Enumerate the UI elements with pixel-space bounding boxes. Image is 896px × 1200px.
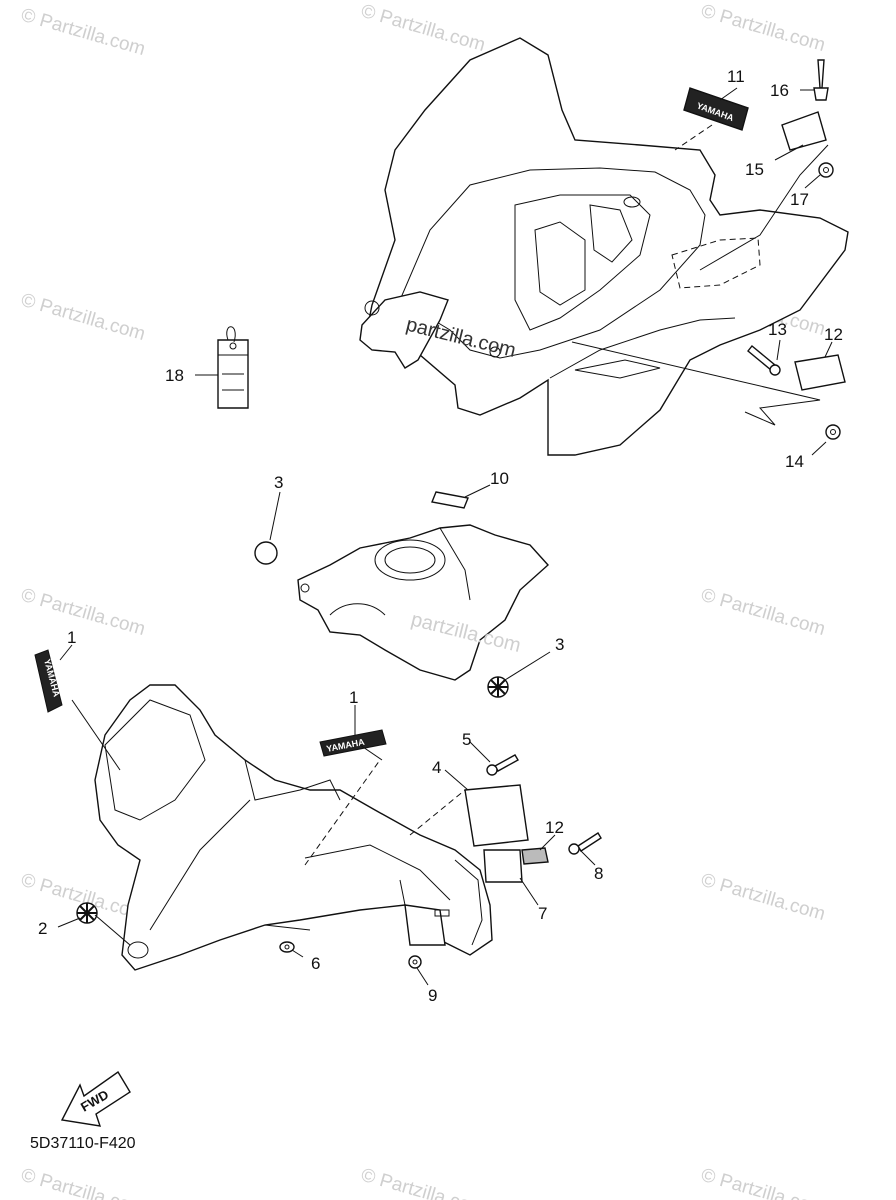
watermark-text: © Partzilla.com bbox=[699, 1165, 828, 1200]
part-18-tag bbox=[217, 326, 249, 409]
callout-10: 10 bbox=[490, 469, 509, 488]
leader-line bbox=[674, 124, 713, 151]
watermark-text: © Partzilla.com bbox=[19, 290, 148, 345]
watermark-text: © Partzilla.com bbox=[699, 1, 828, 56]
watermark-text: © Partzilla.com bbox=[359, 1, 488, 56]
seat-well bbox=[399, 167, 706, 359]
part-10-label bbox=[431, 491, 469, 509]
part-4-plate bbox=[464, 784, 529, 847]
callout-1-center: 1 bbox=[349, 688, 358, 707]
part-13-rivet bbox=[747, 345, 781, 376]
storage-box-divider bbox=[534, 221, 586, 306]
wheel-arch bbox=[454, 859, 483, 946]
part-8-rivet bbox=[568, 832, 602, 855]
watermark-text: © Partzilla.com bbox=[699, 870, 828, 925]
part-11-decal: YAMAHA bbox=[674, 87, 749, 151]
fwd-arrow-icon bbox=[60, 1070, 131, 1127]
part-1-decal-center: YAMAHA bbox=[319, 729, 387, 757]
callout-15: 15 bbox=[745, 160, 764, 179]
fender-contour bbox=[549, 317, 736, 379]
part-5-rivet bbox=[486, 754, 519, 776]
headlight-panel bbox=[104, 699, 206, 821]
callout-11: 11 bbox=[727, 67, 745, 86]
callout-9: 9 bbox=[428, 986, 437, 1005]
part-14-washer bbox=[825, 424, 841, 440]
part-16-rivet bbox=[813, 59, 829, 101]
part-2-grommet bbox=[76, 902, 98, 924]
seat-cutout bbox=[329, 603, 386, 616]
callout-2: 2 bbox=[38, 919, 47, 938]
fender-contour bbox=[149, 799, 251, 931]
tag-loop bbox=[226, 326, 236, 343]
callout-leaders bbox=[57, 87, 833, 986]
rivet-head bbox=[813, 87, 829, 101]
part-12-plate-lower bbox=[521, 847, 549, 865]
fender-left-bracket bbox=[359, 291, 449, 369]
leader-line bbox=[304, 759, 381, 866]
front-fender bbox=[94, 684, 493, 971]
callout-3-lower: 3 bbox=[555, 635, 564, 654]
center-cover bbox=[297, 524, 549, 681]
watermark-text: © Partzilla.com bbox=[359, 1165, 488, 1200]
part-17-washer bbox=[818, 162, 834, 178]
fender-hole bbox=[127, 941, 149, 959]
callout-14: 14 bbox=[785, 452, 804, 471]
callout-7: 7 bbox=[538, 904, 547, 923]
part-3-grommet-star bbox=[487, 676, 509, 698]
callouts: 11 16 15 17 18 13 12 14 3 10 3 1 1 5 4 1… bbox=[38, 67, 843, 1005]
callout-5: 5 bbox=[462, 730, 471, 749]
part-7-plate bbox=[483, 849, 523, 883]
callout-12-upper: 12 bbox=[824, 325, 843, 344]
callout-3-upper: 3 bbox=[274, 473, 283, 492]
fender-contour bbox=[244, 759, 341, 801]
tank-cap-opening bbox=[374, 539, 446, 581]
callout-8: 8 bbox=[594, 864, 603, 883]
callout-16: 16 bbox=[770, 81, 789, 100]
cover-contour bbox=[439, 527, 471, 601]
part-6-washer bbox=[279, 941, 295, 953]
part-1-decal-left: YAMAHA bbox=[34, 649, 63, 713]
fender-contour bbox=[304, 844, 451, 901]
tank-cover-shell bbox=[297, 524, 549, 681]
mud-flap bbox=[404, 904, 446, 946]
watermark-text: © Partzilla.com bbox=[699, 585, 828, 640]
rear-fender-shell bbox=[367, 37, 849, 456]
callout-1-left: 1 bbox=[67, 628, 76, 647]
watermark-text: © Partzilla.com bbox=[19, 585, 148, 640]
callout-12-lower: 12 bbox=[545, 818, 564, 837]
rivet-pin bbox=[817, 59, 825, 89]
diagram-code: 5D37110-F420 bbox=[30, 1135, 136, 1152]
front-fender-shell bbox=[94, 684, 493, 971]
yamaha-decal-shape bbox=[683, 87, 749, 131]
watermark-text: © Partzilla.com bbox=[19, 5, 148, 60]
rear-fender bbox=[359, 37, 849, 456]
part-3-grommet-plain bbox=[254, 541, 278, 565]
fender-decal-outline bbox=[671, 237, 761, 289]
part-15-plate bbox=[781, 111, 827, 151]
storage-box-compartment bbox=[589, 204, 633, 263]
fender-hole bbox=[623, 196, 641, 208]
fender-cutout bbox=[574, 359, 661, 379]
callout-17: 17 bbox=[790, 190, 809, 209]
leader-line bbox=[571, 341, 821, 426]
leader-line bbox=[409, 789, 466, 836]
part-12-plate-upper bbox=[794, 354, 846, 391]
bracket-hole bbox=[364, 300, 380, 316]
watermark-text: © Partzilla.com bbox=[19, 1165, 148, 1200]
callout-4: 4 bbox=[432, 758, 441, 777]
callout-18: 18 bbox=[165, 366, 184, 385]
callout-13: 13 bbox=[768, 320, 787, 339]
callout-6: 6 bbox=[311, 954, 320, 973]
leader-line bbox=[699, 144, 829, 271]
fwd-arrow: FWD bbox=[60, 1070, 131, 1127]
fender-hole bbox=[489, 346, 501, 358]
tank-cap-ring bbox=[384, 546, 436, 574]
part-9-washer bbox=[408, 955, 422, 969]
storage-box bbox=[514, 194, 651, 331]
